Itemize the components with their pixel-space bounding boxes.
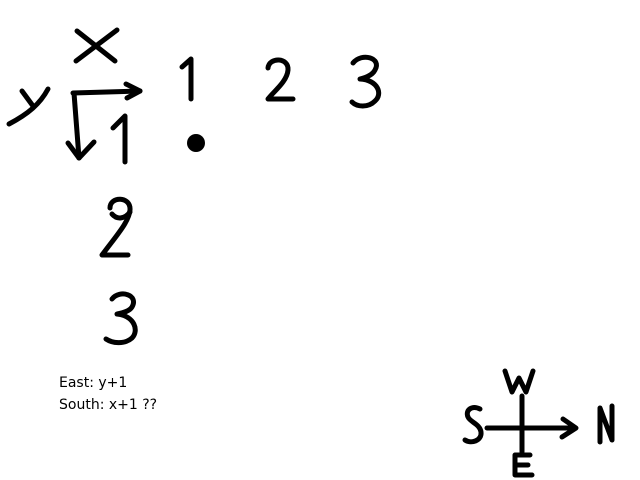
column-number-1 (179, 56, 194, 102)
x-axis-label (73, 27, 120, 64)
compass-label-west (502, 368, 536, 395)
x-axis-arrow (70, 88, 143, 96)
note-east: East: y+1 (59, 375, 128, 391)
column-number-2 (265, 57, 296, 102)
compass-label-south (462, 405, 484, 445)
compass-label-north (597, 403, 615, 445)
compass (462, 368, 615, 478)
axes-arrows (65, 81, 143, 161)
position-marker-icon (187, 134, 205, 152)
compass-label-east (512, 452, 535, 478)
row-number-1 (110, 113, 128, 165)
y-axis-arrowhead-icon (65, 139, 97, 161)
note-south: South: x+1 ?? (59, 397, 158, 413)
y-axis-label (6, 86, 51, 127)
row-number-3 (103, 291, 138, 346)
y-axis-arrow (71, 90, 82, 161)
compass-north-arrowhead-icon (559, 416, 579, 440)
x-axis-arrowhead-icon (123, 81, 143, 101)
column-number-3 (349, 54, 382, 109)
row-number-2 (99, 196, 133, 258)
